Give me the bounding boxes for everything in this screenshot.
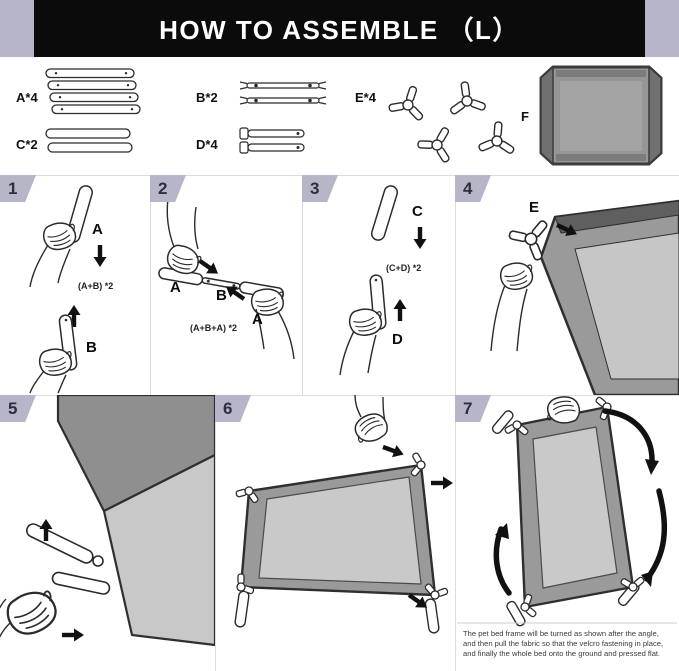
label-e: E bbox=[529, 199, 540, 216]
note-line: and then pull the fabric so that the vel… bbox=[463, 639, 664, 648]
step-3-formula: (C+D) *2 bbox=[386, 263, 422, 273]
part-e-connector-icon bbox=[386, 80, 433, 123]
step-7: 7 The pet bed frame will be turned as sh… bbox=[455, 395, 679, 671]
divider bbox=[215, 395, 216, 671]
step-2-formula: (A+B+A) *2 bbox=[190, 323, 238, 333]
hand-icon bbox=[0, 581, 65, 643]
step-2: 2 A B A (A+B+A) *2 bbox=[150, 175, 302, 395]
arm-lines bbox=[354, 395, 386, 422]
label-a: A bbox=[170, 279, 181, 296]
arm-lines bbox=[29, 370, 67, 394]
part-a-tubes bbox=[45, 68, 141, 115]
label-b: B bbox=[86, 339, 97, 356]
step-3-illustration bbox=[339, 185, 427, 376]
parts-list: A*4 C*2 B*2 D*4 E*4 F bbox=[0, 57, 679, 175]
divider bbox=[0, 395, 679, 396]
step-4-illustration bbox=[490, 199, 679, 395]
part-b-rods bbox=[239, 81, 327, 105]
header-accent-right bbox=[645, 0, 679, 57]
step-2-number: 2 bbox=[150, 175, 186, 202]
arrow-right-icon bbox=[62, 628, 84, 642]
part-f-fabric bbox=[539, 65, 663, 166]
hand-icon bbox=[349, 407, 393, 449]
header: HOW TO ASSEMBLE （L） bbox=[0, 0, 679, 57]
arm-lines bbox=[255, 308, 295, 360]
page-title: HOW TO ASSEMBLE （L） bbox=[159, 15, 520, 45]
part-label-f: F bbox=[521, 109, 529, 124]
step-7-illustration bbox=[457, 395, 677, 627]
step-6: 6 bbox=[215, 395, 455, 671]
step-3: 3 C (C+D) *2 D bbox=[302, 175, 455, 395]
arrow-down-icon bbox=[413, 227, 427, 249]
step-1-formula: (A+B) *2 bbox=[78, 281, 114, 291]
step-1-illustration bbox=[29, 185, 107, 394]
part-e-connector-icon bbox=[476, 119, 518, 156]
arm-lines bbox=[29, 244, 71, 288]
arm-lines bbox=[166, 198, 199, 250]
step-5: 5 bbox=[0, 395, 215, 671]
frame-top-shape bbox=[239, 463, 437, 597]
part-c-tubes bbox=[45, 128, 133, 153]
divider bbox=[302, 175, 303, 395]
step-6-illustration bbox=[232, 395, 453, 634]
rotation-arrowhead-icon bbox=[495, 459, 659, 587]
step-4: 4 E bbox=[455, 175, 679, 395]
part-label-e: E*4 bbox=[355, 90, 376, 105]
label-a: A bbox=[92, 221, 103, 238]
part-label-b: B*2 bbox=[196, 90, 218, 105]
step-1: 1 A (A+B) *2 B bbox=[0, 175, 150, 395]
label-b: B bbox=[216, 287, 227, 304]
note-line: The pet bed frame will be turned as show… bbox=[463, 629, 659, 638]
arm-lines bbox=[339, 330, 377, 376]
step-5-illustration bbox=[0, 395, 215, 647]
arrow-up-icon bbox=[393, 299, 407, 321]
arrow-right-icon bbox=[431, 476, 453, 490]
label-a: A bbox=[252, 311, 263, 328]
fabric-corner-shape bbox=[539, 199, 679, 395]
arm-lines bbox=[0, 598, 11, 638]
frame-shape bbox=[515, 405, 635, 609]
tube-c-shape bbox=[370, 185, 399, 241]
fabric-shape bbox=[56, 395, 215, 647]
arm-lines bbox=[490, 284, 528, 352]
header-accent-left bbox=[0, 0, 34, 57]
label-c: C bbox=[412, 203, 423, 220]
part-label-d: D*4 bbox=[196, 137, 218, 152]
divider bbox=[0, 175, 679, 176]
part-label-a: A*4 bbox=[16, 90, 38, 105]
divider bbox=[150, 175, 151, 395]
part-e-connector-icon bbox=[414, 118, 464, 166]
parts-illustration bbox=[45, 65, 663, 166]
label-d: D bbox=[392, 331, 403, 348]
note-line: and finally the whole bed onto the groun… bbox=[463, 649, 661, 658]
part-label-c: C*2 bbox=[16, 137, 38, 152]
divider bbox=[455, 175, 456, 671]
leg-tube-shape bbox=[25, 523, 111, 595]
part-d-rods bbox=[239, 127, 305, 154]
arrow-right-icon bbox=[380, 440, 406, 461]
part-e-connector-icon bbox=[445, 78, 488, 117]
step-2-illustration bbox=[158, 198, 295, 360]
arrow-down-icon bbox=[93, 245, 107, 267]
